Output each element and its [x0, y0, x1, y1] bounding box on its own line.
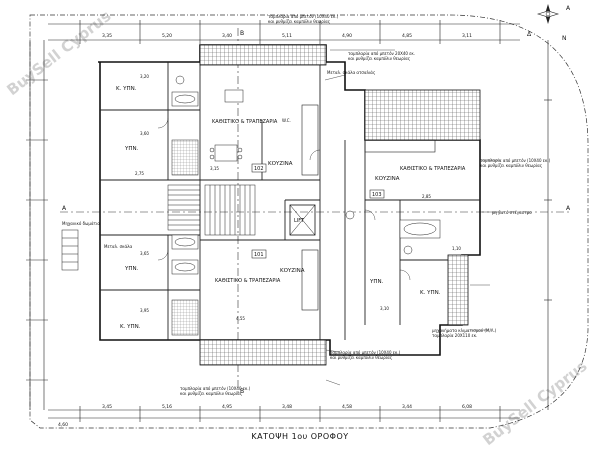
- dim-top-1: 3,35: [102, 33, 112, 39]
- unit-101: 101: [254, 252, 264, 258]
- room-bedroom-bottom: ΥΠΝ.: [124, 266, 139, 272]
- kitchen-counters: [301, 104, 436, 311]
- room-living-right: ΚΑΘΙΣΤΙΚΟ & ΤΡΑΠΕΖΑΡΙΑ: [400, 166, 466, 172]
- room-bedroom-top: ΥΠΝ.: [124, 146, 139, 152]
- note-mech-room2: ταμπλαρία 20Χ110 εκ.: [432, 333, 477, 338]
- room-wc: W.C.: [282, 118, 291, 123]
- compass-south: Δ: [527, 31, 532, 38]
- dim-bottom-6: 3,44: [402, 404, 412, 410]
- note-left: Μηχανικό δωμάτιο: [62, 221, 100, 226]
- note-mech-room: μηχανήματα κλιματισμού (Μ/Λ.): [432, 328, 497, 333]
- dim-inner-6: 4,55: [236, 316, 245, 321]
- dim-inner-7: 2,85: [422, 194, 431, 199]
- room-master-bedroom-top: Κ. ΥΠΝ.: [116, 86, 137, 92]
- dimension-ticks: [26, 20, 552, 422]
- room-living-bottom: ΚΑΘΙΣΤΙΚΟ & ΤΡΑΠΕΖΑΡΙΑ: [215, 278, 281, 284]
- note-pergola-right1: ταμπλαρία από μπετόν 20Χ40 εκ.: [348, 51, 415, 56]
- note-pergola-bottom2: και ρυθμίζει καμπύλιν θεωρίας: [330, 355, 392, 360]
- pergola-right-side: [447, 254, 469, 326]
- note-pergola-right2: και ρυθμίζει καμπύλιν θεωρίας: [348, 56, 410, 61]
- pergola-top: [199, 44, 327, 66]
- shower-tile-mid: [171, 299, 199, 336]
- property-boundary: [29, 14, 589, 429]
- dim-inner-2: 3,60: [140, 131, 149, 136]
- note-pergola-mid: μη βατό στέγαστρο: [492, 210, 532, 215]
- dim-bottom-1: 3,45: [102, 404, 112, 410]
- dim-top-3: 3,40: [222, 33, 232, 39]
- note-steel-stair: Μεταλ. σκάλα ατσαλιάς: [327, 70, 375, 75]
- dim-bottom-3: 4,95: [222, 404, 232, 410]
- dim-top-7: 3,11: [462, 33, 472, 39]
- dim-inner-10: 1,10: [452, 246, 461, 251]
- dim-bottom-2: 5,16: [162, 404, 172, 410]
- room-living-top: ΚΑΘΙΣΤΙΚΟ & ΤΡΑΠΕΖΑΡΙΑ: [212, 119, 278, 125]
- bathroom-fixtures: [171, 75, 441, 275]
- pergola-right-top: [364, 89, 481, 141]
- drawing-caption: ΚΑΤΟΨΗ 1ου ΟΡΟΦΟΥ: [251, 432, 349, 441]
- unit-103-box: [369, 189, 385, 199]
- note-pergola-right3: ταμπλαρία από μπετόν (10Χ40 εκ.): [480, 158, 551, 163]
- section-mark-a-left: A: [62, 205, 67, 212]
- compass-east: A: [566, 5, 571, 12]
- dim-inner-4: 3,65: [140, 251, 149, 256]
- dim-bottom-7: 6,08: [462, 404, 472, 410]
- dim-top-6: 4,85: [402, 33, 412, 39]
- watermark-top-left: BuySell Cyprus: [3, 7, 114, 99]
- dim-bottom-total: 4,60: [58, 422, 68, 428]
- note-pergola-bottom4: και ρυθμίζει καμπύλιν θεωρίας: [180, 391, 242, 396]
- compass-rose: [536, 4, 560, 24]
- dining-tables: [209, 89, 244, 162]
- dimension-lines: [29, 23, 549, 419]
- dim-top-4: 5,11: [282, 33, 292, 39]
- lift-cross-2: [289, 204, 316, 236]
- shower-tile-top: [171, 139, 199, 176]
- note-pergola-bottom3: ταμπλαρία από μπετόν (10Χ40 εκ.): [180, 386, 251, 391]
- dim-inner-1: 3,20: [140, 74, 149, 79]
- dim-inner-3: 2,75: [135, 171, 144, 176]
- dim-inner-8: 3,10: [380, 306, 389, 311]
- dim-top-2: 5,20: [162, 33, 172, 39]
- stairwell: [167, 184, 256, 236]
- dim-top-5: 4,90: [342, 33, 352, 39]
- room-bedroom-right: ΥΠΝ.: [369, 279, 384, 285]
- dim-inner-9: 3,15: [210, 166, 219, 171]
- section-mark-a-right: A: [566, 205, 571, 212]
- door-swings: [157, 117, 411, 281]
- room-lift: LIFT: [294, 218, 305, 224]
- room-kitchen-right: ΚΟΥΖΙΝΑ: [375, 176, 400, 182]
- compass-north: N: [562, 35, 567, 42]
- section-mark-b-top: B: [240, 30, 244, 37]
- interior-walls: [100, 62, 480, 340]
- section-mark-b-bottom: B: [240, 388, 244, 395]
- dim-bottom-4: 3,48: [282, 404, 292, 410]
- note-pergola-bottom1: ταμπλαρία από μπετόν (10Χ40 εκ.): [330, 350, 401, 355]
- dim-bottom-5: 4,58: [342, 404, 352, 410]
- room-kitchen-bottom: ΚΟΥΖΙΝΑ: [280, 268, 305, 274]
- room-master-bottom: Κ. ΥΠΝ.: [120, 324, 141, 330]
- unit-102-box: [251, 163, 267, 173]
- annotation-leaders: [324, 49, 500, 386]
- unit-103: 103: [372, 192, 382, 198]
- note-pergola-top2: και ρυθμίζει καμπύλιν θεωρίας: [268, 19, 330, 24]
- steel-stair-left: [61, 229, 79, 271]
- note-pergola-right4: και ρυθμίζει καμπύλιν θεωρίας: [480, 163, 542, 168]
- room-kitchen-top: ΚΟΥΖΙΝΑ: [268, 161, 293, 167]
- room-stair-left: Μεταλ. σκάλα: [104, 244, 132, 249]
- unit-101-box: [251, 249, 267, 259]
- pergola-bottom: [199, 339, 327, 366]
- room-master-right: Κ. ΥΠΝ.: [420, 290, 441, 296]
- dim-inner-5: 3,95: [140, 308, 149, 313]
- lift-shaft: [289, 204, 316, 236]
- note-pergola-top: ταμπλαρία από μπετόν (10Χ40 εκ.): [268, 14, 339, 19]
- unit-102: 102: [254, 166, 264, 172]
